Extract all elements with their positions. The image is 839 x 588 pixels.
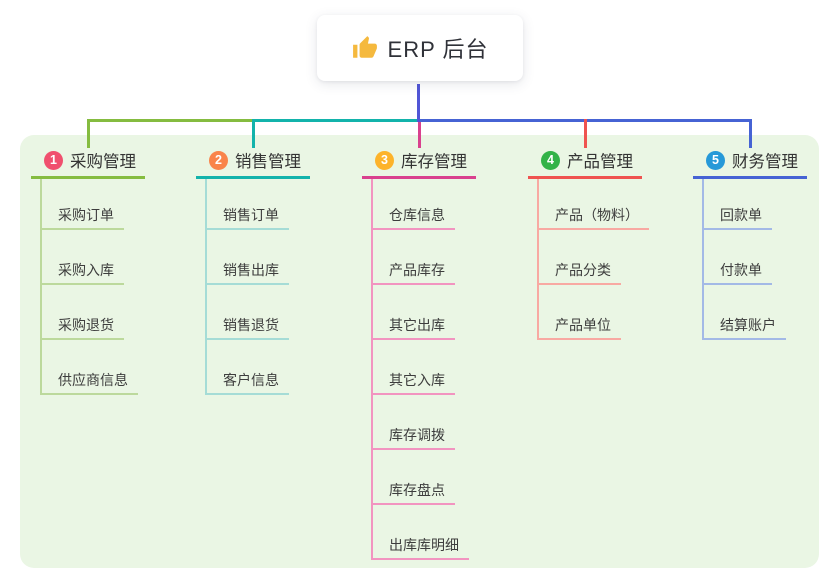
child-node[interactable]: 产品单位 bbox=[537, 315, 621, 340]
child-node[interactable]: 仓库信息 bbox=[371, 205, 455, 230]
connector-drop-branch-5 bbox=[748, 119, 752, 148]
child-node[interactable]: 其它入库 bbox=[371, 370, 455, 395]
branch-number-badge: 5 bbox=[706, 150, 725, 170]
child-node[interactable]: 客户信息 bbox=[205, 370, 289, 395]
branch-trunk-line bbox=[40, 179, 42, 395]
branch-3: 3 库存管理仓库信息产品库存其它出库其它入库库存调拨库存盘点出库库明细 bbox=[362, 148, 476, 560]
connector-drop-branch-2 bbox=[251, 119, 255, 148]
branch-trunk-line bbox=[537, 179, 539, 340]
connector-bus-branch-2 bbox=[252, 119, 420, 122]
branch-1: 1 采购管理采购订单采购入库采购退货供应商信息 bbox=[31, 148, 145, 395]
branch-number-badge: 1 bbox=[44, 150, 63, 170]
child-node[interactable]: 库存调拨 bbox=[371, 425, 455, 450]
root-title: ERP 后台 bbox=[387, 37, 489, 62]
branch-label: 采购管理 bbox=[70, 153, 136, 171]
connector-drop-branch-3 bbox=[417, 122, 421, 148]
branch-4: 4 产品管理产品（物料） 产品分类产品单位 bbox=[528, 148, 649, 340]
branch-label: 销售管理 bbox=[235, 153, 301, 171]
child-node[interactable]: 结算账户 bbox=[702, 315, 786, 340]
root-node[interactable]: ERP 后台 bbox=[317, 15, 523, 81]
child-node[interactable]: 回款单 bbox=[702, 205, 772, 230]
branch-label: 产品管理 bbox=[567, 153, 633, 171]
child-node[interactable]: 采购订单 bbox=[40, 205, 124, 230]
branch-number-badge: 4 bbox=[541, 150, 560, 170]
branch-header-2[interactable]: 2 销售管理 bbox=[196, 148, 310, 179]
branch-trunk-line bbox=[371, 179, 373, 560]
child-node[interactable]: 库存盘点 bbox=[371, 480, 455, 505]
child-node[interactable]: 产品分类 bbox=[537, 260, 621, 285]
branch-number-badge: 3 bbox=[375, 150, 394, 170]
branch-trunk-line bbox=[702, 179, 704, 340]
child-node[interactable]: 采购入库 bbox=[40, 260, 124, 285]
connector-root-line bbox=[416, 84, 420, 122]
branch-header-5[interactable]: 5 财务管理 bbox=[693, 148, 807, 179]
child-node[interactable]: 销售订单 bbox=[205, 205, 289, 230]
branch-label: 库存管理 bbox=[401, 153, 467, 171]
branch-5: 5 财务管理回款单付款单结算账户 bbox=[693, 148, 807, 340]
branch-number-badge: 2 bbox=[209, 150, 228, 170]
branch-header-1[interactable]: 1 采购管理 bbox=[31, 148, 145, 179]
child-node[interactable]: 销售退货 bbox=[205, 315, 289, 340]
branch-label: 财务管理 bbox=[732, 153, 798, 171]
branches-panel bbox=[20, 135, 819, 568]
child-node[interactable]: 采购退货 bbox=[40, 315, 124, 340]
connector-drop-branch-4 bbox=[583, 119, 587, 148]
branch-trunk-line bbox=[205, 179, 207, 395]
child-node[interactable]: 出库库明细 bbox=[371, 535, 469, 560]
child-node[interactable]: 其它出库 bbox=[371, 315, 455, 340]
branch-2: 2 销售管理销售订单销售出库销售退货客户信息 bbox=[196, 148, 310, 395]
connector-bus-branch-1 bbox=[87, 119, 254, 122]
thumbs-up-icon bbox=[352, 36, 377, 58]
child-node[interactable]: 销售出库 bbox=[205, 260, 289, 285]
connector-drop-branch-1 bbox=[86, 119, 90, 148]
child-node[interactable]: 付款单 bbox=[702, 260, 772, 285]
child-node[interactable]: 产品库存 bbox=[371, 260, 455, 285]
branch-header-3[interactable]: 3 库存管理 bbox=[362, 148, 476, 179]
child-node[interactable]: 产品（物料） bbox=[537, 205, 649, 230]
branch-header-4[interactable]: 4 产品管理 bbox=[528, 148, 642, 179]
child-node[interactable]: 供应商信息 bbox=[40, 370, 138, 395]
